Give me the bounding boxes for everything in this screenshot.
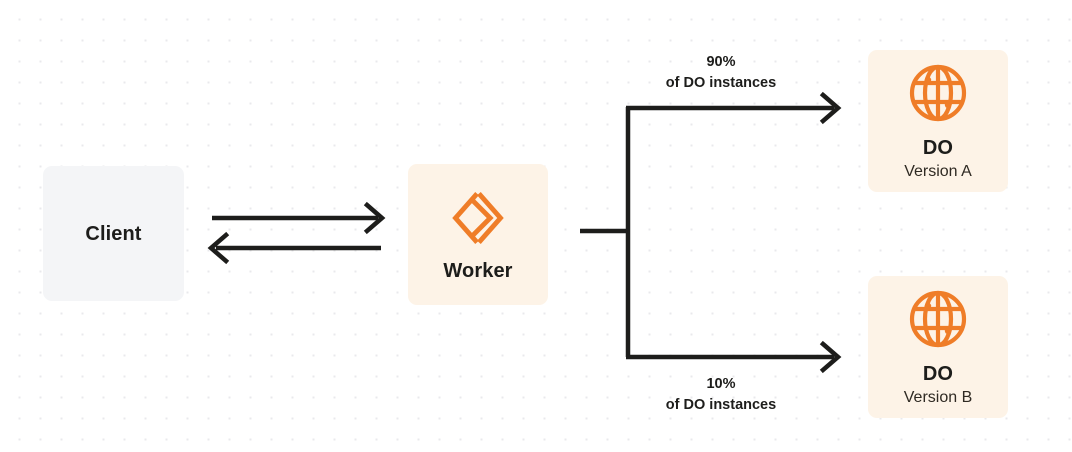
arrow-worker-to-do-a: [626, 91, 842, 125]
edge-label-do-b: 10% of DO instances: [596, 374, 846, 416]
node-client-title: Client: [85, 222, 142, 245]
globe-icon: [906, 61, 970, 125]
edge-label-do-a-line2: of DO instances: [665, 75, 777, 92]
node-client: Client: [43, 166, 184, 301]
node-do-a-subtitle: Version A: [904, 163, 972, 181]
edge-label-do-a: 90% of DO instances: [596, 52, 846, 94]
node-do-b-title: DO: [922, 363, 954, 386]
branch-connector: [580, 107, 631, 357]
node-worker: Worker: [408, 164, 548, 305]
edge-label-do-a-line1: 90%: [706, 54, 736, 70]
arrow-worker-to-do-b: [626, 340, 842, 374]
arrow-worker-to-client: [207, 231, 381, 265]
arrow-client-to-worker: [212, 201, 386, 235]
node-do-a: DO Version A: [868, 50, 1008, 192]
cloudflare-workers-icon: [448, 188, 508, 248]
node-do-b: DO Version B: [868, 276, 1008, 418]
globe-icon: [906, 287, 970, 351]
node-do-a-title: DO: [922, 137, 954, 160]
edge-label-do-b-line1: 10%: [706, 376, 736, 392]
node-worker-title: Worker: [443, 259, 513, 282]
edge-label-do-b-line2: of DO instances: [665, 397, 777, 414]
node-do-b-subtitle: Version B: [903, 389, 973, 407]
